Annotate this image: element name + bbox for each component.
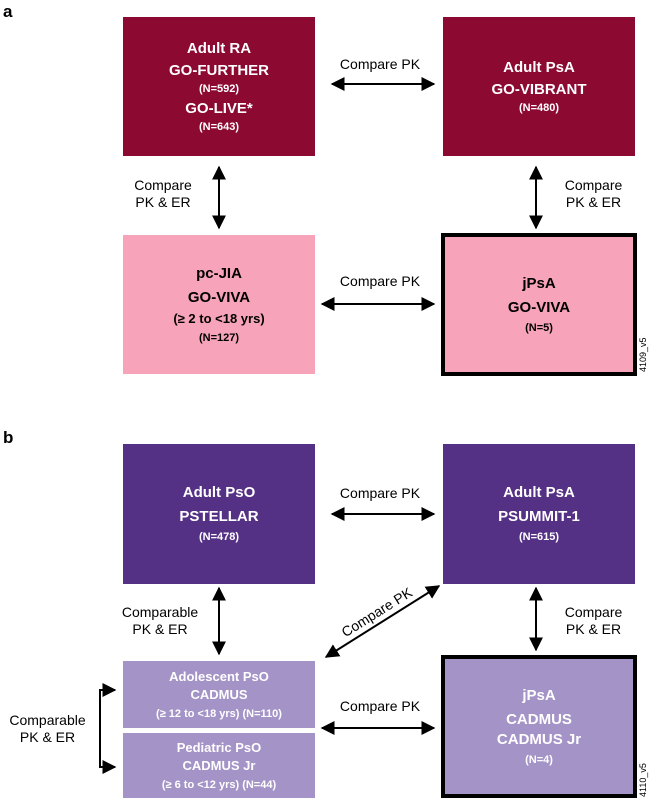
box-adult-psa-a: Adult PsA GO-VIBRANT (N=480): [443, 17, 635, 156]
adult-psa-b-study: PSUMMIT-1: [498, 508, 580, 525]
panel-a-code: 4109_v5: [638, 337, 648, 372]
adult-psa-b-title: Adult PsA: [503, 484, 575, 501]
adult-ra-n2: (N=643): [198, 120, 240, 133]
adult-pso-title: Adult PsO: [182, 484, 256, 501]
label-b-left: Comparable PK & ER: [105, 604, 215, 638]
label-b-left-line2: PK & ER: [132, 621, 188, 637]
label-b-far-left: Comparable PK & ER: [0, 712, 95, 746]
box-pediatric-pso: Pediatric PsO CADMUS Jr (≥ 6 to <12 yrs)…: [123, 733, 315, 798]
label-a-bottom: Compare PK: [339, 273, 421, 289]
panel-b-label: b: [3, 428, 14, 447]
panel-a-label: a: [3, 2, 13, 21]
pcjia-n: (N=127): [198, 331, 240, 344]
adult-psa-a-study: GO-VIBRANT: [491, 80, 587, 98]
adolescent-age-n: (≥ 12 to <18 yrs) (N=110): [156, 707, 282, 720]
adolescent-study: CADMUS: [190, 686, 248, 702]
label-b-right: Compare PK & ER: [546, 604, 641, 638]
label-a-right-line2: PK & ER: [565, 194, 622, 210]
jpsa-b-study2: CADMUS Jr: [496, 730, 582, 748]
pediatric-age-n: (≥ 6 to <12 yrs) (N=44): [161, 778, 277, 791]
adult-ra-title: Adult RA: [186, 39, 252, 57]
jpsa-a-title: jPsA: [522, 274, 556, 292]
box-adult-pso: Adult PsO PSTELLAR (N=478): [123, 444, 315, 584]
label-a-right: Compare PK & ER: [546, 177, 641, 211]
panel-b-code: 4110_v5: [638, 763, 648, 797]
pcjia-study: GO-VIVA: [187, 288, 251, 306]
label-b-bottom: Compare PK: [339, 698, 421, 714]
box-adolescent-pso: Adolescent PsO CADMUS (≥ 12 to <18 yrs) …: [123, 661, 315, 728]
arrow-b-diag: [324, 585, 441, 658]
label-b-right-line2: PK & ER: [565, 621, 622, 637]
jpsa-b-n: (N=4): [525, 753, 553, 766]
jpsa-a-study: GO-VIVA: [507, 298, 571, 316]
adult-psa-b-n: (N=615): [518, 531, 560, 543]
label-a-left-line1: Compare: [134, 177, 192, 193]
pcjia-age: (≥ 2 to <18 yrs): [173, 310, 265, 326]
arrow-b-bracket: [99, 683, 117, 774]
jpsa-b-title: jPsA: [522, 686, 556, 704]
pediatric-study: CADMUS Jr: [182, 757, 256, 773]
jpsa-b-study1: CADMUS: [506, 710, 572, 728]
box-jpsa-b: jPsA CADMUS CADMUS Jr (N=4): [441, 655, 637, 798]
label-b-far-left-line2: PK & ER: [19, 729, 76, 745]
adolescent-title: Adolescent PsO: [169, 668, 269, 684]
box-pcjia: pc-JIA GO-VIVA (≥ 2 to <18 yrs) (N=127): [123, 235, 315, 374]
adult-ra-n1: (N=592): [198, 82, 240, 95]
label-b-top: Compare PK: [339, 485, 421, 501]
box-adult-psa-b: Adult PsA PSUMMIT-1 (N=615): [443, 444, 635, 584]
adult-psa-a-title: Adult PsA: [503, 58, 575, 76]
adult-pso-study: PSTELLAR: [179, 508, 259, 525]
box-adult-ra: Adult RA GO-FURTHER (N=592) GO-LIVE* (N=…: [123, 17, 315, 156]
label-a-right-line1: Compare: [564, 177, 623, 193]
label-a-top: Compare PK: [339, 56, 421, 72]
label-a-left-line2: PK & ER: [135, 194, 191, 210]
adult-psa-a-n: (N=480): [518, 101, 560, 114]
label-b-right-line1: Compare: [564, 604, 623, 620]
label-a-left: Compare PK & ER: [118, 177, 208, 211]
adult-pso-n: (N=478): [198, 531, 240, 543]
adult-ra-study1: GO-FURTHER: [169, 61, 269, 79]
adult-ra-study2: GO-LIVE*: [185, 99, 253, 117]
pcjia-title: pc-JIA: [196, 264, 242, 282]
jpsa-a-n: (N=5): [525, 321, 553, 334]
box-jpsa-a: jPsA GO-VIVA (N=5): [441, 233, 637, 376]
label-b-far-left-line1: Comparable: [9, 712, 86, 728]
pediatric-title: Pediatric PsO: [176, 739, 262, 755]
label-b-left-line1: Comparable: [121, 604, 199, 620]
